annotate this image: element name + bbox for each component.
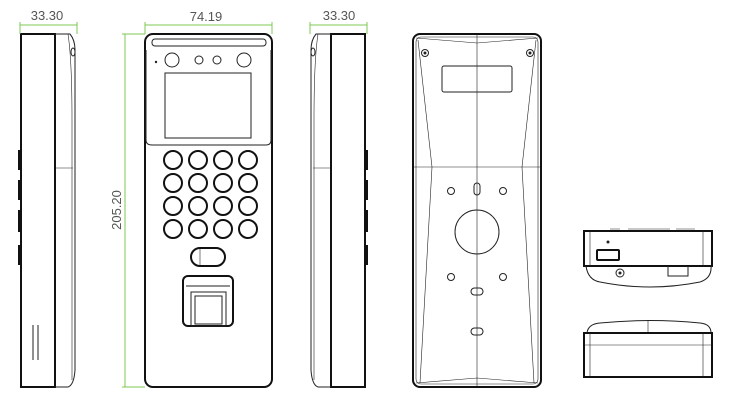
cable-hole: [454, 209, 500, 255]
right-side-view: 33.30: [309, 8, 368, 388]
usb-port: [596, 249, 620, 261]
right-side-width-label: 33.30: [323, 8, 356, 23]
back-view: [412, 33, 542, 388]
left-side-width-label: 33.30: [31, 8, 64, 23]
camera-left-icon: [164, 52, 180, 68]
front-width-label: 74.19: [190, 9, 223, 24]
sensor-icon: [212, 55, 222, 65]
keypad: [163, 150, 258, 239]
screen: [164, 72, 252, 139]
front-height-label: 205.20: [109, 190, 124, 230]
top-view: [583, 320, 713, 378]
sensor-icon: [194, 55, 204, 65]
camera-right-icon: [236, 52, 252, 68]
card-reader-button: [190, 247, 226, 267]
left-side-view: 33.30: [18, 8, 78, 388]
bottom-view: [583, 228, 713, 288]
front-view: 74.19 205.20: [109, 9, 273, 388]
